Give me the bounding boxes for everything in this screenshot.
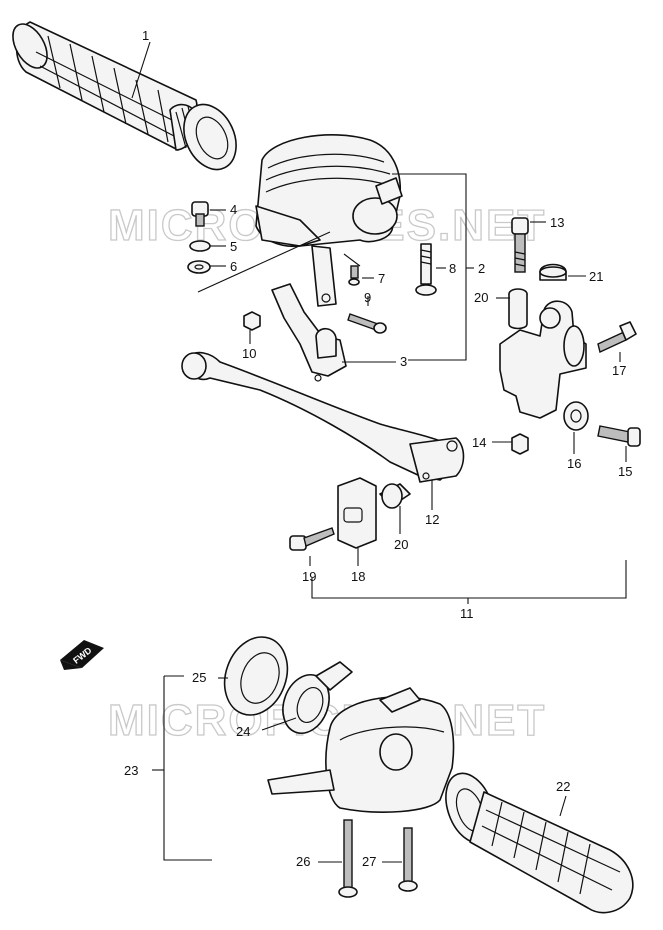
- callout-11: 11: [460, 606, 474, 621]
- screw-7: [348, 265, 360, 286]
- callout-23: 23: [124, 763, 138, 778]
- callout-2: 2: [478, 261, 485, 276]
- bolt-13: [511, 217, 529, 273]
- callout-10: 10: [242, 346, 256, 361]
- right-grip: [445, 772, 634, 914]
- bracket-3: [271, 283, 347, 382]
- washer-5: [189, 240, 211, 252]
- callout-13: 13: [550, 215, 564, 230]
- callout-14: 14: [472, 435, 486, 450]
- cap-21: [539, 263, 567, 281]
- callout-18: 18: [351, 569, 365, 584]
- washer-6: [187, 260, 211, 274]
- screw-9: [347, 313, 387, 334]
- left-grip: [12, 21, 237, 171]
- callouts: 1 2 3 4 5 6 7 8 9 10 11 12 13 14 15 16 1…: [124, 28, 632, 869]
- bolt-8: [415, 243, 437, 296]
- collar-20-upper: [508, 288, 528, 330]
- callout-19: 19: [302, 569, 316, 584]
- brake-lever: [181, 351, 465, 483]
- bolt-15: [597, 425, 641, 447]
- master-cylinder-clamp: [499, 300, 587, 419]
- bolt-17: [597, 321, 637, 353]
- switch-housing-upper: [255, 134, 403, 307]
- ring-25: [223, 636, 289, 716]
- callout-21: 21: [589, 269, 603, 284]
- callout-24: 24: [236, 724, 250, 739]
- callout-6: 6: [230, 259, 237, 274]
- callout-15: 15: [618, 464, 632, 479]
- callout-4: 4: [230, 202, 237, 217]
- collar-20-lower: [379, 483, 411, 509]
- callout-20-upper: 20: [474, 290, 488, 305]
- switch-housing-lower: [267, 687, 455, 813]
- screw-26: [338, 819, 358, 898]
- fwd-arrow: FWD: [60, 640, 104, 670]
- callout-3: 3: [400, 354, 407, 369]
- callout-26: 26: [296, 854, 310, 869]
- nut-16: [563, 401, 589, 431]
- callout-7: 7: [378, 271, 385, 286]
- callout-12: 12: [425, 512, 439, 527]
- screw-27: [398, 827, 418, 892]
- callout-1: 1: [142, 28, 149, 43]
- clamp-18: [337, 477, 377, 549]
- callout-9: 9: [364, 290, 371, 305]
- callout-8: 8: [449, 261, 456, 276]
- callout-16: 16: [567, 456, 581, 471]
- nut-10: [243, 311, 261, 331]
- callout-27: 27: [362, 854, 376, 869]
- callout-5: 5: [230, 239, 237, 254]
- bolt-4: [191, 201, 209, 227]
- callout-25: 25: [192, 670, 206, 685]
- bolt-19: [289, 527, 335, 551]
- leader-lines: [131, 41, 627, 863]
- callout-22: 22: [556, 779, 570, 794]
- callout-17: 17: [612, 363, 626, 378]
- nut-14: [511, 433, 529, 455]
- callout-20-lower: 20: [394, 537, 408, 552]
